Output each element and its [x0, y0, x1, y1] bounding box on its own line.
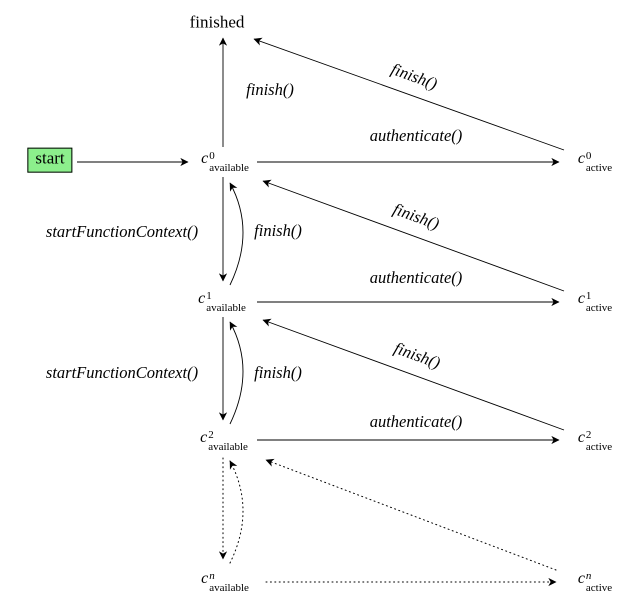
state-subscript: active: [585, 162, 613, 174]
state-start: start: [27, 147, 73, 173]
state-subscript: available: [209, 162, 249, 174]
edge-finish-curve-1-to-0: [229, 182, 244, 286]
edge-finish-curve-2-to-1: [229, 321, 244, 425]
state-superscript: 0: [585, 149, 592, 162]
state-subscript: active: [585, 302, 613, 314]
state-superscript: 1: [206, 289, 212, 302]
state-superscript: n: [209, 569, 215, 582]
edge-c0-active-to-finished: [253, 37, 565, 151]
edge-label-authenticate-1: authenticate(): [369, 267, 463, 287]
state-symbol: c: [577, 570, 585, 587]
state-subscript: active: [585, 582, 613, 594]
edge-c1-active-to-c0-available: [262, 179, 565, 292]
state-superscript: n: [585, 569, 592, 582]
edge-label-start-function-context-0: startFunctionContext(): [45, 221, 199, 241]
state-superscript: 1: [585, 289, 592, 302]
edge-label-authenticate-0: authenticate(): [369, 125, 463, 145]
state-symbol: c: [201, 150, 209, 167]
state-subscript: available: [208, 441, 248, 453]
state-symbol: c: [201, 570, 209, 587]
state-symbol: c: [577, 150, 585, 167]
state-symbol: c: [577, 429, 585, 446]
state-superscript: 2: [208, 428, 214, 441]
state-subscript: available: [209, 582, 249, 594]
state-symbol: c: [198, 290, 206, 307]
state-symbol: c: [200, 429, 208, 446]
edge-label-finish-curve-1: finish(): [254, 220, 302, 240]
edge-c2-active-to-c1-available: [262, 318, 565, 431]
edge-dotted-cn-to-c2: [229, 460, 244, 564]
state-subscript: active: [585, 441, 613, 453]
state-finished: finished: [189, 12, 245, 32]
edge-label-start-function-context-1: startFunctionContext(): [45, 362, 199, 382]
edge-label-authenticate-2: authenticate(): [369, 411, 463, 431]
state-symbol: c: [577, 290, 585, 307]
state-superscript: 0: [209, 149, 215, 162]
state-superscript: 2: [585, 428, 592, 441]
state-subscript: available: [206, 302, 246, 314]
edge-dotted-cn-active-to-c2-available: [265, 458, 557, 571]
edge-label-finish-curve-2: finish(): [254, 362, 302, 382]
edge-label-finish-vertical: finish(): [246, 79, 294, 99]
